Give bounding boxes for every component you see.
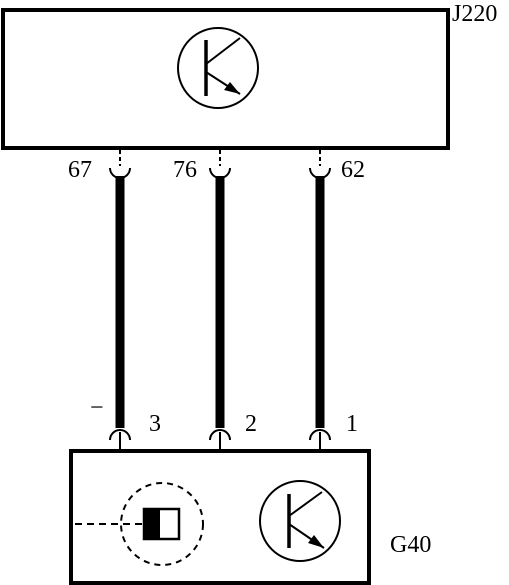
pin-1-label: 1 [346, 411, 358, 437]
wire-67-3 [109, 150, 131, 450]
g40-sensor-box [69, 449, 371, 585]
g40-hall-element-icon [75, 482, 204, 566]
wire-62-1 [309, 150, 331, 450]
pin-76-label: 76 [173, 157, 197, 183]
g40-label: G40 [390, 532, 432, 558]
g40-transistor-icon [259, 480, 341, 562]
pin-67-label: 67 [68, 157, 92, 183]
pin-62-label: 62 [341, 157, 365, 183]
negative-polarity-mark: − [90, 395, 104, 421]
pin-2-label: 2 [245, 411, 257, 437]
pin-3-label: 3 [149, 411, 161, 437]
j220-transistor-icon [177, 27, 259, 109]
j220-label: J220 [452, 1, 498, 27]
wire-76-2 [209, 150, 231, 450]
j220-control-unit-box [1, 8, 450, 150]
